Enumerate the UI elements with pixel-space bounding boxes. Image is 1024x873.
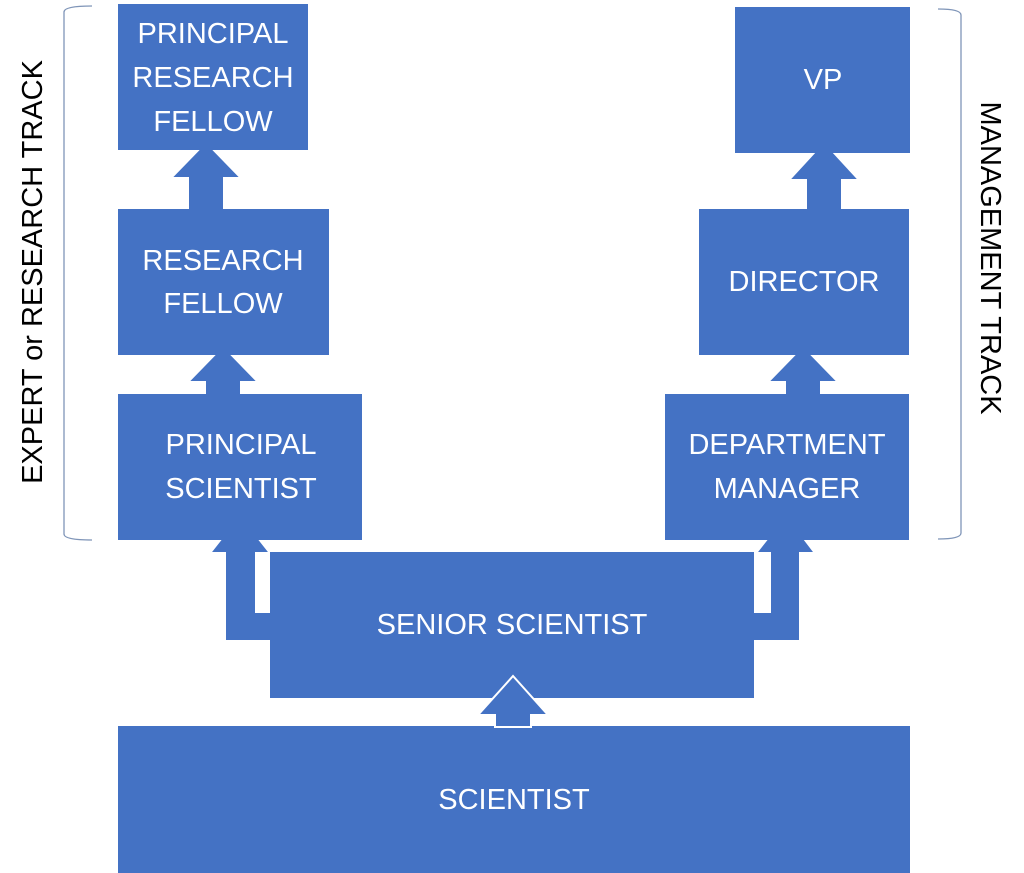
arrow-principal-to-research-fellow [185,344,261,396]
node-label-line-2: SCIENTIST [165,473,317,505]
right-track-bracket [937,8,962,540]
right-track-label: MANAGEMENT TRACK [974,101,1006,415]
arrow-research-fellow-to-principal-research-fellow [168,140,244,211]
left-track-bracket [63,5,93,541]
left-track-label: EXPERT or RESEARCH TRACK [17,59,49,483]
node-department-manager: DEPARTMENT MANAGER [665,394,909,540]
node-label-line-2: FELLOW [163,288,283,320]
node-label-line-1: PRINCIPAL [138,18,289,50]
node-scientist: SCIENTIST [118,726,910,873]
arrow-scientist-to-senior-scientist [475,674,551,728]
node-label: DIRECTOR [729,266,880,298]
node-label-line-1: PRINCIPAL [166,429,317,461]
node-label-line-1: DEPARTMENT [688,429,885,461]
node-senior-scientist: SENIOR SCIENTIST [270,552,754,698]
node-label: SCIENTIST [438,784,590,816]
node-director: DIRECTOR [699,209,909,355]
node-principal-research-fellow: PRINCIPAL RESEARCH FELLOW [118,4,308,150]
node-label: SENIOR SCIENTIST [377,609,648,641]
node-label-line-3: FELLOW [153,106,273,138]
node-research-fellow: RESEARCH FELLOW [118,209,329,355]
node-label-line-1: RESEARCH [142,245,303,277]
arrow-department-manager-to-director [765,344,841,396]
node-label-line-2: RESEARCH [132,62,293,94]
node-vp: VP [735,7,910,153]
node-label: VP [804,64,843,96]
arrow-director-to-vp [786,140,862,211]
node-principal-scientist: PRINCIPAL SCIENTIST [118,394,362,540]
node-label-line-2: MANAGER [714,473,861,505]
